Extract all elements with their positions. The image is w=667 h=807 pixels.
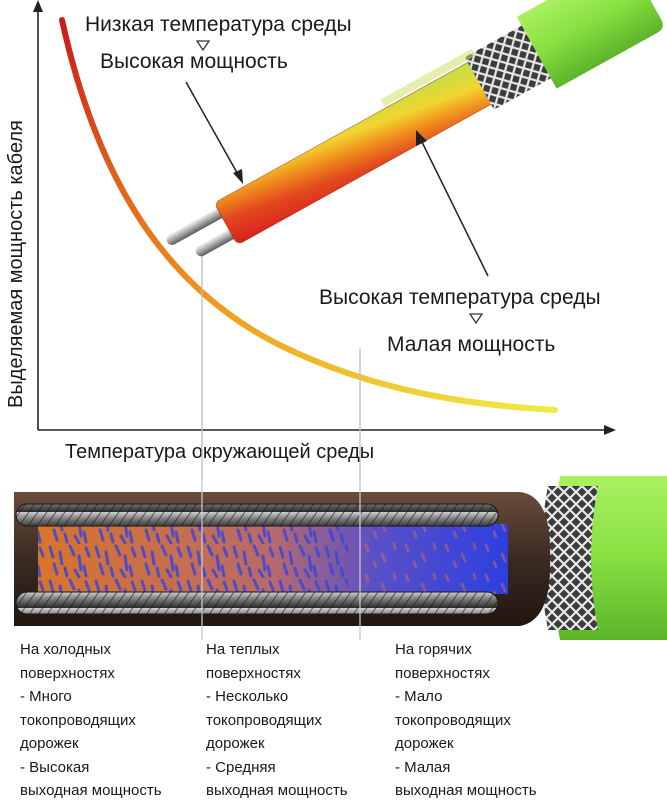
heating-core bbox=[216, 59, 498, 243]
column-line: токопроводящих bbox=[395, 711, 511, 729]
column-line: поверхностях bbox=[20, 664, 115, 682]
column-line: дорожек bbox=[206, 735, 265, 752]
column-cold-surfaces: На холодных поверхностях - Много токопро… bbox=[20, 638, 162, 803]
column-line: На холодных bbox=[20, 641, 111, 658]
y-axis-label: Выделяемая мощность кабеля bbox=[5, 120, 27, 408]
column-line: дорожек bbox=[395, 735, 454, 752]
pointer-line-hot bbox=[185, 81, 241, 179]
column-line: - Несколько bbox=[206, 688, 289, 705]
column-line: - Средняя bbox=[206, 758, 276, 776]
down-arrow-icon bbox=[195, 40, 211, 52]
heating-cable-illustration bbox=[166, 0, 663, 257]
column-line: токопроводящих bbox=[206, 711, 322, 729]
power-curve bbox=[59, 17, 558, 413]
pointer-arrowhead-hot bbox=[233, 169, 243, 184]
cutaway-braid bbox=[541, 486, 598, 630]
column-line: На горячих bbox=[395, 641, 472, 658]
annotation-high-temperature: Высокая температура среды Малая мощность bbox=[319, 130, 601, 356]
low-power-label: Малая мощность bbox=[387, 333, 555, 356]
column-line: выходная мощность bbox=[395, 782, 537, 799]
column-line: - Мало bbox=[395, 688, 443, 705]
column-line: На теплых bbox=[206, 641, 280, 658]
column-line: токопроводящих bbox=[20, 711, 136, 729]
column-warm-surfaces: На теплых поверхностях - Несколько токоп… bbox=[206, 638, 348, 803]
outer-jacket bbox=[516, 0, 663, 89]
power-temperature-chart: Выделяемая мощность кабеля Температура о… bbox=[5, 0, 616, 463]
annotation-low-temperature: Низкая температура среды Высокая мощност… bbox=[85, 13, 352, 184]
cable-cutaway bbox=[14, 476, 667, 640]
pointer-line-cool bbox=[419, 137, 489, 277]
cutaway-wire-bottom bbox=[16, 592, 498, 614]
high-power-label: Высокая мощность bbox=[100, 50, 288, 73]
column-line: - Высокая bbox=[20, 758, 90, 776]
down-arrow-icon bbox=[468, 313, 484, 325]
column-line: поверхностях bbox=[395, 664, 490, 682]
column-hot-surfaces: На горячих поверхностях - Мало токопрово… bbox=[395, 638, 537, 803]
column-line: дорожек bbox=[20, 735, 79, 752]
column-line: поверхностях bbox=[206, 664, 301, 682]
x-axis-label: Температура окружающей среды bbox=[65, 441, 374, 463]
column-line: - Малая bbox=[395, 758, 451, 776]
column-line: выходная мощность bbox=[206, 782, 348, 799]
column-line: выходная мощность bbox=[20, 782, 162, 799]
cutaway-wire-top bbox=[16, 504, 498, 526]
low-temperature-label: Низкая температура среды bbox=[85, 13, 352, 36]
high-temperature-label: Высокая температура среды bbox=[319, 286, 601, 309]
x-axis-arrow bbox=[604, 425, 616, 435]
y-axis-arrow bbox=[33, 0, 43, 12]
pointer-arrowhead-cool bbox=[416, 130, 427, 146]
column-line: - Много bbox=[20, 688, 72, 705]
